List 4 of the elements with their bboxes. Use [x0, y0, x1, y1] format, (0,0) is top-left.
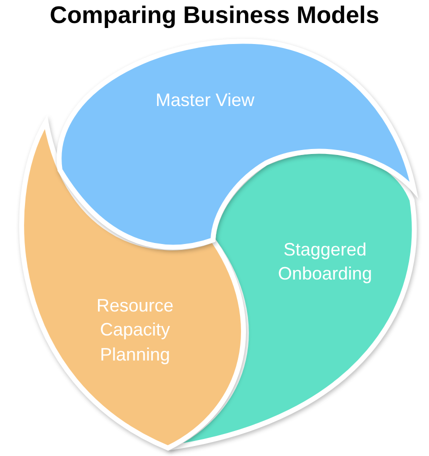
segment-label: Master View [154, 88, 256, 112]
title: Comparing Business Models [48, 2, 380, 30]
segment-label: Resource Capacity Planning [95, 294, 175, 366]
segment-label: Staggered Onboarding [276, 238, 374, 286]
